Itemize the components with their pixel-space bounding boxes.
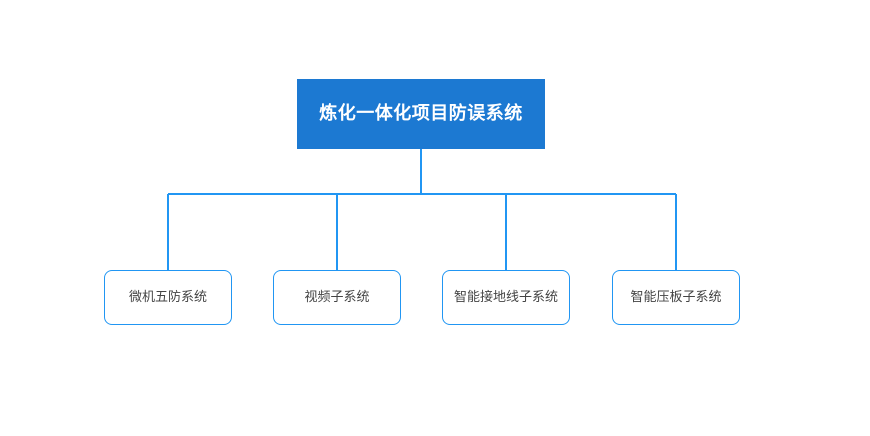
leaf-node-3-label: 智能接地线子系统	[453, 290, 558, 305]
leaf-node-1[interactable]: 微机五防系统	[104, 270, 232, 325]
leaf-node-2-label: 视频子系统	[304, 290, 370, 305]
leaf-node-4[interactable]: 智能压板子系统	[612, 270, 740, 325]
leaf-node-2[interactable]: 视频子系统	[273, 270, 401, 325]
root-node[interactable]: 炼化一体化项目防误系统	[297, 79, 545, 149]
connector-group	[167, 149, 677, 270]
leaf-node-3[interactable]: 智能接地线子系统	[442, 270, 570, 325]
leaf-node-1-label: 微机五防系统	[128, 290, 207, 305]
leaf-node-4-label: 智能压板子系统	[630, 290, 722, 305]
root-node-label: 炼化一体化项目防误系统	[319, 103, 523, 124]
